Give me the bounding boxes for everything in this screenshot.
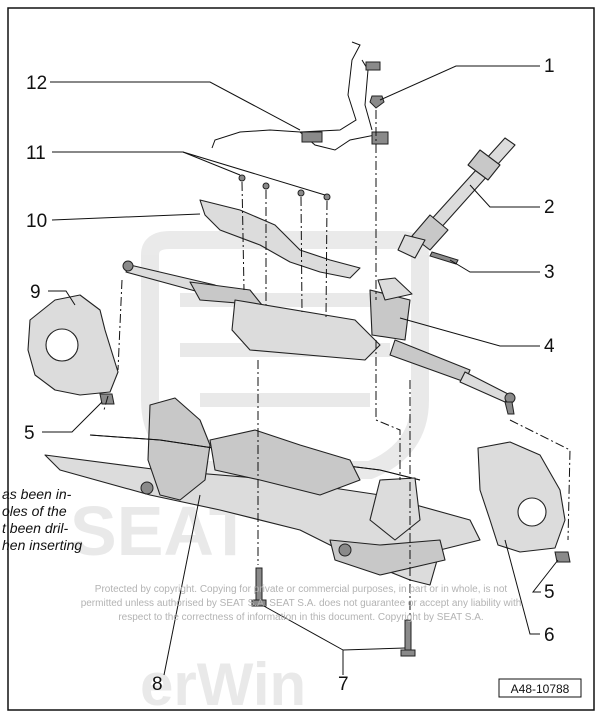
heat-shield-bolts bbox=[238, 174, 331, 201]
steering-shaft bbox=[397, 137, 516, 259]
callout-9: 9 bbox=[30, 282, 41, 303]
text-fragment-3: t been dril- bbox=[2, 520, 68, 536]
callout-10: 10 bbox=[26, 211, 47, 232]
nut-5-right bbox=[554, 551, 571, 563]
heat-shield bbox=[199, 199, 361, 279]
callout-7: 7 bbox=[338, 674, 349, 695]
callout-5-right: 5 bbox=[544, 582, 555, 603]
text-fragment-4: hen inserting bbox=[2, 537, 82, 553]
frame-border bbox=[7, 7, 595, 711]
callout-3: 3 bbox=[544, 262, 555, 283]
callout-8: 8 bbox=[152, 674, 163, 695]
nut-1 bbox=[369, 95, 385, 109]
assembly-lines bbox=[103, 110, 571, 615]
wiring-harness bbox=[211, 41, 389, 151]
figure-ref-box bbox=[498, 678, 582, 698]
wheel-bearing-housing-right bbox=[477, 441, 566, 553]
callout-1: 1 bbox=[544, 56, 555, 77]
subframe bbox=[44, 397, 481, 586]
subframe-bolts bbox=[251, 567, 416, 657]
callout-5-left: 5 bbox=[24, 423, 35, 444]
steering-gear bbox=[122, 260, 516, 415]
callout-4: 4 bbox=[544, 336, 555, 357]
leader-lines bbox=[42, 65, 559, 676]
figure-ref: A48-10788 bbox=[511, 682, 570, 696]
copyright-line-1: Protected by copyright. Copying for priv… bbox=[95, 584, 508, 595]
callout-11: 11 bbox=[26, 143, 46, 164]
text-fragment-1: as been in- bbox=[2, 486, 72, 502]
text-fragment-2: oles of the bbox=[2, 503, 67, 519]
callout-12: 12 bbox=[26, 73, 47, 94]
copyright-line-3: respect to the correctness of informatio… bbox=[118, 612, 483, 623]
callout-6: 6 bbox=[544, 625, 555, 646]
callout-2: 2 bbox=[544, 197, 555, 218]
erwin-logo-text: erWin bbox=[140, 651, 306, 717]
copyright-line-2: permitted unless authorised by SEAT S.A.… bbox=[81, 598, 522, 609]
